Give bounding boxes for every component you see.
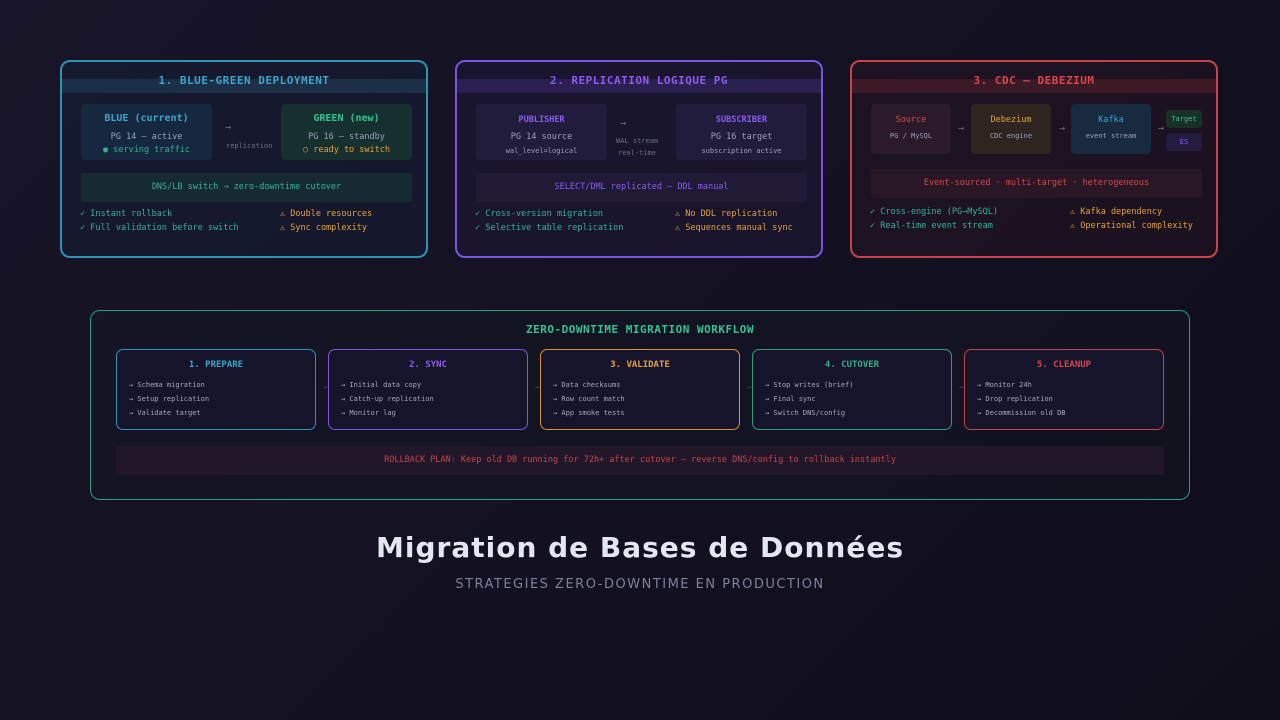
rollback-plan: ROLLBACK PLAN: Keep old DB running for 7… (116, 446, 1164, 475)
workflow-title: ZERO-DOWNTIME MIGRATION WORKFLOW (526, 323, 754, 336)
blue-env-box: BLUE (current) PG 14 — active ● serving … (81, 104, 212, 160)
con-item: ⚠ Double resources (280, 209, 373, 219)
pro-item: ✓ Instant rollback (80, 209, 173, 219)
step-item: → Monitor lag (341, 409, 396, 417)
node-sub: event stream (1085, 132, 1137, 140)
step-title: 1. PREPARE (188, 360, 244, 370)
step-item: → Decommission old DB (977, 409, 1066, 417)
box-status: ○ ready to switch (303, 145, 390, 155)
es-node: ES (1166, 133, 1202, 151)
step-cutover: 4. CUTOVER → Stop writes (brief) → Final… (752, 349, 952, 430)
box-title: SUBSCRIBER (715, 115, 768, 125)
arrow-icon: → (1059, 123, 1066, 134)
logical-replication-card: 2. REPLICATION LOGIQUE PG PUBLISHER PG 1… (455, 60, 823, 258)
node-title: Kafka (1098, 115, 1124, 125)
node-sub: CDC engine (989, 132, 1033, 140)
arrow-icon: → (1158, 123, 1165, 134)
cutover-banner: DNS/LB switch → zero-downtime cutover (81, 173, 412, 202)
step-item: → Row count match (553, 395, 625, 403)
step-item: → Initial data copy (341, 381, 422, 389)
step-prepare: 1. PREPARE → Schema migration → Setup re… (116, 349, 316, 430)
arrow-icon: → (225, 122, 232, 133)
step-title: 3. VALIDATE (610, 360, 670, 370)
step-title: 2. SYNC (409, 360, 447, 370)
pros-list: ✓ Instant rollback ✓ Full validation bef… (80, 207, 239, 235)
box-config: subscription active (701, 147, 782, 155)
card-title: 1. BLUE-GREEN DEPLOYMENT (158, 74, 330, 87)
con-item: ⚠ No DDL replication (675, 209, 778, 219)
step-item: → Final sync (765, 395, 816, 403)
card-title: 3. CDC — DEBEZIUM (973, 74, 1095, 87)
connector-icon: → (535, 383, 540, 391)
pros-list: ✓ Cross-version migration ✓ Selective ta… (475, 207, 623, 235)
node-title: Source (895, 115, 927, 125)
box-config: wal_level=logical (505, 147, 578, 155)
node-sub: PG / MySQL (889, 132, 933, 140)
step-item: → Switch DNS/config (765, 409, 846, 417)
arrow-label: replication (226, 142, 273, 150)
step-validate: 3. VALIDATE → Data checksums → Row count… (540, 349, 740, 430)
step-item: → Setup replication (129, 395, 210, 403)
box-title: BLUE (current) (104, 113, 189, 124)
pro-item: ✓ Cross-version migration (475, 209, 603, 219)
step-title: 4. CUTOVER (824, 360, 880, 370)
arrow-icon: → (958, 123, 965, 134)
box-title: PUBLISHER (518, 115, 565, 125)
replication-banner: SELECT/DML replicated — DDL manual (476, 173, 807, 202)
arrow-label: real-time (618, 149, 656, 157)
target-node: Target (1166, 110, 1202, 128)
step-item: → Data checksums (553, 381, 621, 389)
connector-icon: → (959, 383, 964, 391)
page-subtitle: STRATEGIES ZERO-DOWNTIME EN PRODUCTION (455, 577, 825, 592)
green-env-box: GREEN (new) PG 16 — standby ○ ready to s… (281, 104, 412, 160)
box-title: GREEN (new) (313, 113, 380, 124)
connector-icon: → (747, 383, 752, 391)
subscriber-box: SUBSCRIBER PG 16 target subscription act… (676, 104, 807, 160)
pro-item: ✓ Full validation before switch (80, 223, 239, 233)
cdc-banner: Event-sourced · multi-target · heterogen… (871, 169, 1202, 198)
box-line: PG 14 — active (110, 132, 183, 142)
step-item: → Validate target (129, 409, 201, 417)
cons-list: ⚠ Kafka dependency ⚠ Operational complex… (1070, 205, 1193, 233)
step-sync: 2. SYNC → Initial data copy → Catch-up r… (328, 349, 528, 430)
arrow-label: WAL stream (616, 137, 659, 145)
page-title: Migration de Bases de Données (376, 531, 904, 564)
pro-item: ✓ Selective table replication (475, 223, 624, 233)
step-item: → Catch-up replication (341, 395, 434, 403)
pro-item: ✓ Cross-engine (PG→MySQL) (870, 207, 998, 217)
box-status: ● serving traffic (103, 145, 190, 155)
con-item: ⚠ Sync complexity (280, 223, 367, 233)
publisher-box: PUBLISHER PG 14 source wal_level=logical (476, 104, 607, 160)
con-item: ⚠ Operational complexity (1070, 221, 1193, 231)
cdc-debezium-card: 3. CDC — DEBEZIUM Source PG / MySQL → De… (850, 60, 1218, 258)
connector-icon: → (323, 383, 328, 391)
step-title: 5. CLEANUP (1036, 360, 1092, 370)
con-item: ⚠ Sequences manual sync (675, 223, 793, 233)
card-title: 2. REPLICATION LOGIQUE PG (549, 74, 729, 87)
box-line: PG 14 source (510, 132, 573, 142)
node-title: Debezium (990, 115, 1032, 125)
source-node: Source PG / MySQL (871, 104, 951, 154)
cons-list: ⚠ Double resources ⚠ Sync complexity (280, 207, 372, 235)
arrow-icon: → (620, 118, 627, 129)
step-item: → Monitor 24h (977, 381, 1032, 389)
migration-workflow: ZERO-DOWNTIME MIGRATION WORKFLOW 1. PREP… (90, 310, 1190, 500)
kafka-node: Kafka event stream (1071, 104, 1151, 154)
step-cleanup: 5. CLEANUP → Monitor 24h → Drop replicat… (964, 349, 1164, 430)
blue-green-card: 1. BLUE-GREEN DEPLOYMENT BLUE (current) … (60, 60, 428, 258)
box-line: PG 16 target (710, 132, 773, 142)
pros-list: ✓ Cross-engine (PG→MySQL) ✓ Real-time ev… (870, 205, 998, 233)
cons-list: ⚠ No DDL replication ⚠ Sequences manual … (675, 207, 793, 235)
step-item: → Schema migration (129, 381, 205, 389)
debezium-node: Debezium CDC engine (971, 104, 1051, 154)
step-item: → Stop writes (brief) (765, 381, 854, 389)
step-item: → Drop replication (977, 395, 1053, 403)
box-line: PG 16 — standby (308, 132, 385, 142)
pro-item: ✓ Real-time event stream (870, 221, 993, 231)
con-item: ⚠ Kafka dependency (1070, 207, 1163, 217)
step-item: → App smoke tests (553, 409, 625, 417)
